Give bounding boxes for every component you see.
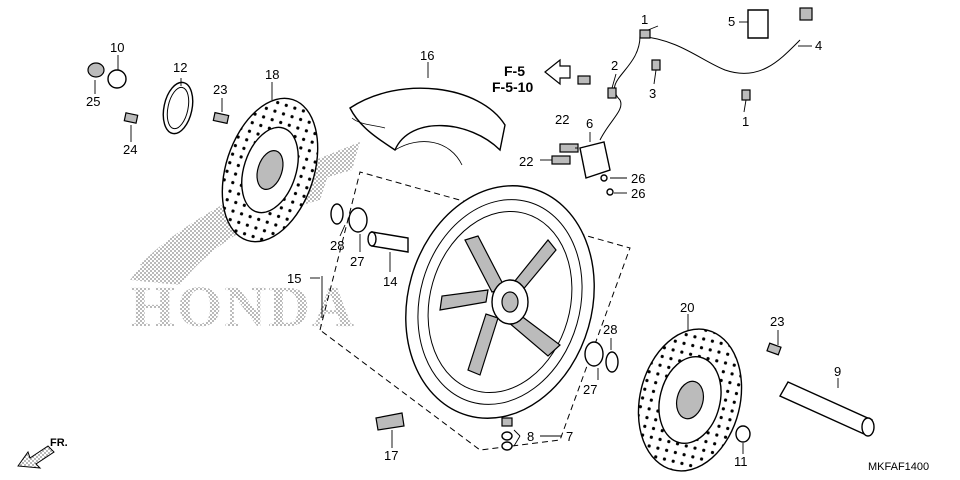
callout-20: 20	[680, 300, 694, 315]
callout-22a: 22	[555, 112, 569, 127]
honda-watermark-text: HONDA	[130, 274, 356, 339]
callout-10: 10	[110, 40, 124, 55]
reference-f5-10: F-5-10	[492, 79, 533, 95]
callout-24: 24	[123, 142, 137, 157]
callout-27b: 27	[583, 382, 597, 397]
callout-2: 2	[611, 58, 618, 73]
right-disc-bolt	[766, 342, 782, 356]
axle-part	[779, 381, 875, 437]
reference-arrow: F-5 F-5-10	[492, 58, 571, 95]
callout-1b: 1	[742, 114, 749, 129]
front-direction-indicator: FR.	[17, 437, 68, 469]
pulser-bolt	[123, 112, 139, 124]
callout-27a: 27	[350, 254, 364, 269]
tire-part	[349, 87, 506, 166]
callout-23b: 23	[770, 314, 784, 329]
callout-3: 3	[649, 86, 656, 101]
callout-numbers: 10 25 12 23 24 18 16 28 27 14 15 17 20 2…	[86, 12, 841, 469]
valve-part	[501, 417, 513, 451]
callout-4: 4	[815, 38, 822, 53]
callout-9: 9	[834, 364, 841, 379]
right-bearing	[584, 341, 604, 367]
callout-28a: 28	[330, 238, 344, 253]
callout-14: 14	[383, 274, 397, 289]
callout-26b: 26	[631, 186, 645, 201]
right-dust-seal	[605, 351, 619, 373]
callout-26a: 26	[631, 171, 645, 186]
front-direction-label: FR.	[50, 437, 68, 449]
callout-17: 17	[384, 448, 398, 463]
callout-25: 25	[86, 94, 100, 109]
callout-1a: 1	[641, 12, 648, 27]
callout-8: 8	[527, 429, 534, 444]
balance-weight	[375, 412, 405, 431]
leader-lines	[94, 21, 839, 454]
wheel-part	[405, 185, 595, 419]
callout-23a: 23	[213, 82, 227, 97]
callout-18: 18	[265, 67, 279, 82]
callout-12: 12	[173, 60, 187, 75]
callout-16: 16	[420, 48, 434, 63]
left-dust-seal	[330, 203, 344, 225]
speed-sensor-harness	[551, 7, 813, 196]
callout-7: 7	[566, 429, 573, 444]
left-disc-bolt	[212, 111, 230, 125]
collar-part	[367, 231, 409, 253]
pulser-ring	[162, 81, 194, 135]
callout-15: 15	[287, 271, 301, 286]
callout-5: 5	[728, 14, 735, 29]
reference-f5: F-5	[504, 63, 525, 79]
axle-nut	[735, 425, 751, 443]
left-brake-disc	[221, 97, 319, 243]
callout-22b: 22	[519, 154, 533, 169]
callout-11: 11	[734, 454, 748, 469]
left-bearing	[348, 207, 368, 233]
right-brake-disc	[637, 328, 743, 472]
cap-part	[87, 62, 105, 78]
diagram-code: MKFAF1400	[868, 461, 929, 473]
callout-28b: 28	[603, 322, 617, 337]
nut-part	[107, 69, 127, 89]
callout-6: 6	[586, 116, 593, 131]
